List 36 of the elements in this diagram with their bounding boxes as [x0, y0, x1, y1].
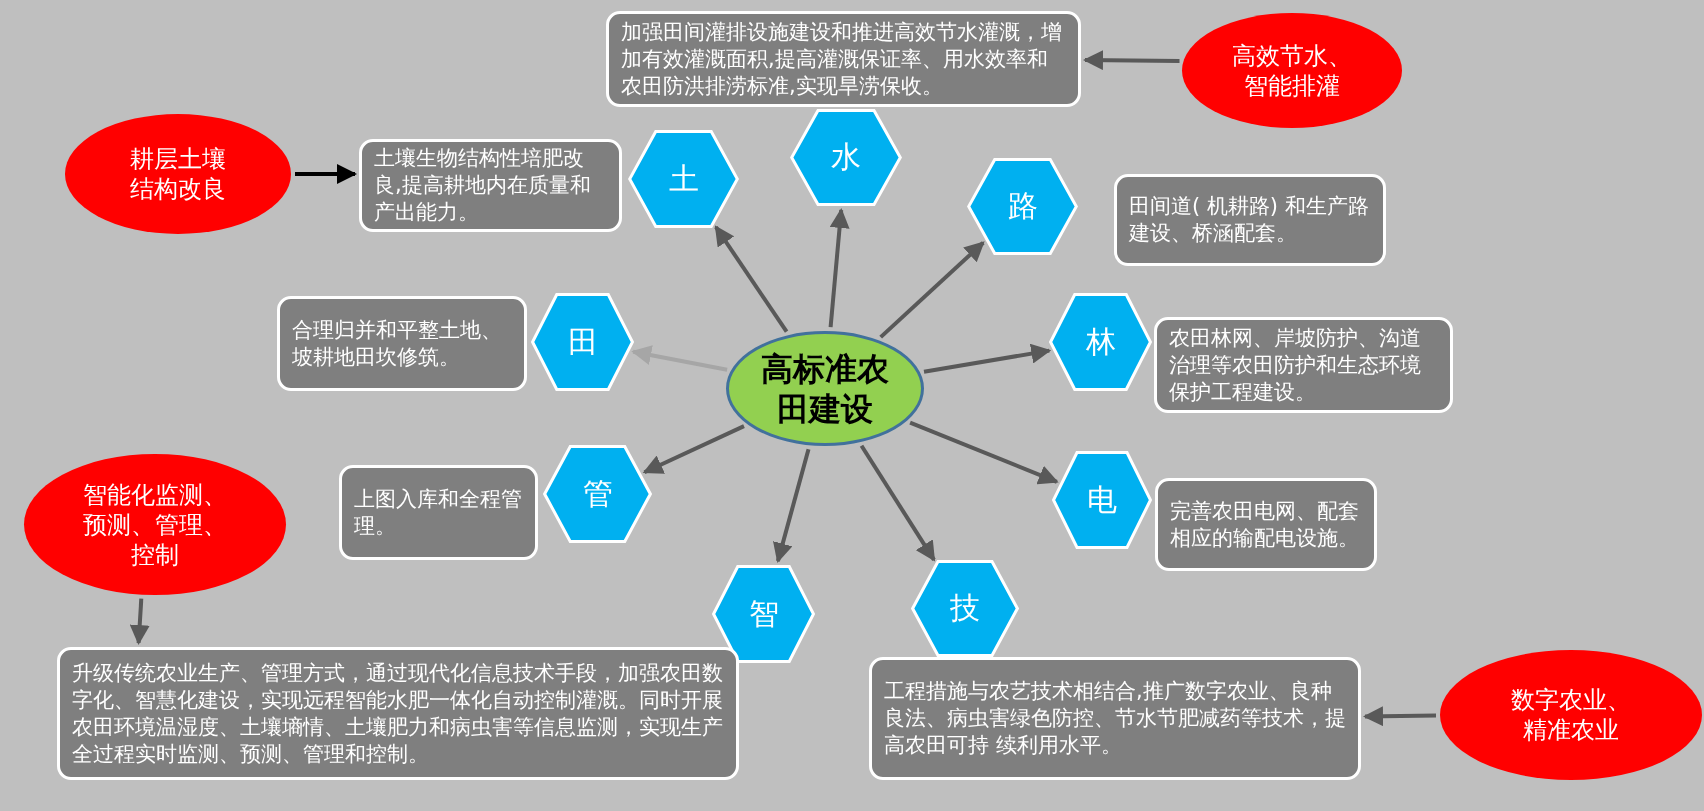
hexagon-node: 管 — [543, 445, 652, 543]
oval-callout: 智能化监测、预测、管理、控制 — [24, 454, 286, 595]
hexagon-node: 路 — [967, 158, 1078, 255]
text-box: 完善农田电网、配套相应的输配电设施。 — [1155, 478, 1377, 571]
text-box: 加强田间灌排设施建设和推进高效节水灌溉，增加有效灌溉面积,提高灌溉保证率、用水效率和农田防洪排涝标准,实现旱涝保收。 — [606, 11, 1081, 107]
text-box: 农田林网、岸坡防护、沟道治理等农田防护和生态环境保护工程建设。 — [1154, 317, 1453, 413]
arrow — [828, 208, 850, 328]
hexagon-node: 水 — [790, 109, 902, 206]
text-box: 合理归并和平整土地、坡耕地田坎修筑。 — [277, 296, 527, 391]
oval-callout: 高效节水、智能排灌 — [1182, 13, 1402, 128]
hexagon-node: 智 — [712, 565, 815, 663]
arrow — [859, 444, 936, 562]
arrow — [773, 448, 811, 564]
arrow — [909, 420, 1059, 485]
arrow — [1083, 50, 1180, 71]
oval-callout: 耕层土壤结构改良 — [65, 114, 291, 234]
text-box: 上图入库和全程管理。 — [339, 465, 538, 560]
text-box: 工程措施与农艺技术相结合,推广数字农业、良种良法、病虫害绿色防控、节水节肥减药等技术，提高农田可持 续利用水平。 — [869, 657, 1361, 780]
hexagon-node: 电 — [1052, 451, 1152, 549]
oval-callout: 数字农业、精准农业 — [1440, 650, 1702, 780]
arrow — [923, 343, 1052, 374]
arrow — [642, 424, 745, 474]
hexagon-node: 技 — [911, 560, 1019, 657]
text-box: 土壤生物结构性培肥改良,提高耕地内在质量和产出能力。 — [359, 139, 622, 232]
center-ellipse: 高标准农田建设 — [726, 331, 924, 446]
arrow — [714, 225, 789, 333]
arrow — [295, 164, 357, 184]
hexagon-node: 土 — [628, 130, 739, 228]
text-box: 升级传统农业生产、管理方式，通过现代化信息技术手段，加强农田数字化、智慧化建设，实现远程智能水肥一体化自动控制灌溉。同时开展农田环境温湿度、土壤墒情、土壤肥力和病虫害等信息监测，实现生产全过程实时监测、预测、管理和控制。 — [57, 647, 739, 780]
hexagon-node: 田 — [531, 293, 634, 391]
arrow — [631, 345, 728, 372]
arrow — [129, 598, 150, 645]
arrow — [879, 241, 985, 339]
hexagon-node: 林 — [1049, 293, 1152, 391]
arrow — [1363, 706, 1437, 727]
text-box: 田间道( 机耕路) 和生产路建设、桥涵配套。 — [1114, 174, 1386, 266]
